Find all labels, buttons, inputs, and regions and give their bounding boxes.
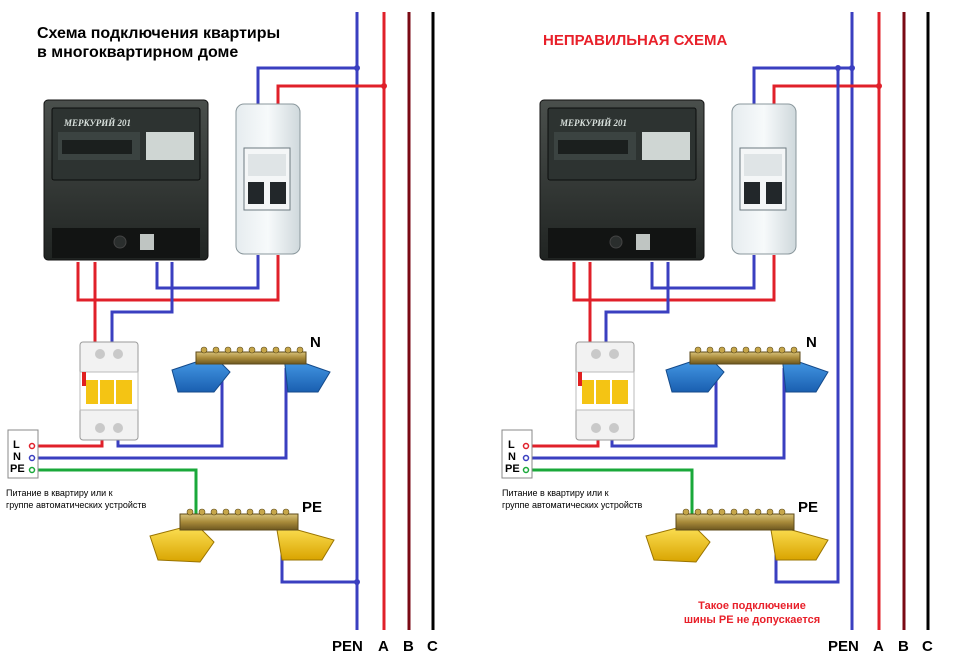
right-label-c: C xyxy=(922,638,933,655)
right-pe-bus-label: PE xyxy=(798,499,819,516)
right-rcd xyxy=(575,341,635,441)
right-caption-line1: Питание в квартиру или к xyxy=(502,488,609,498)
left-electricity-meter xyxy=(43,99,209,261)
right-warning-line2: шины PE не допускается xyxy=(683,614,821,626)
right-label-b: B xyxy=(898,638,909,655)
right-electricity-meter xyxy=(539,99,705,261)
left-label-pen: PEN xyxy=(332,638,363,655)
right-label-a: A xyxy=(873,638,884,655)
right-diagram xyxy=(501,12,930,630)
left-caption-line2: группе автоматических устройств xyxy=(6,500,147,510)
right-meter-brand: МЕРКУРИЙ 201 xyxy=(560,118,627,128)
left-meter-brand: МЕРКУРИЙ 201 xyxy=(64,118,131,128)
right-caption-line2: группе автоматических устройств xyxy=(502,500,643,510)
left-terminal-l: L xyxy=(13,439,20,451)
left-label-b: B xyxy=(403,638,414,655)
left-label-a: A xyxy=(378,638,389,655)
right-label-pen: PEN xyxy=(828,638,859,655)
right-title: НЕПРАВИЛЬНАЯ СХЕМА xyxy=(543,32,728,49)
left-rcd xyxy=(79,341,139,441)
left-n-bus xyxy=(171,346,331,393)
left-n-bus-label: N xyxy=(310,334,321,351)
left-breaker-box xyxy=(235,103,301,255)
right-terminal-l: L xyxy=(508,439,515,451)
left-caption-line1: Питание в квартиру или к xyxy=(6,488,113,498)
right-terminal-pe: PE xyxy=(505,463,520,475)
right-pe-bus xyxy=(645,508,829,563)
right-n-bus xyxy=(665,346,829,393)
right-warning-line1: Такое подключение xyxy=(698,600,806,612)
left-title-line2: в многоквартирном доме xyxy=(37,44,239,61)
right-n-bus-label: N xyxy=(806,334,817,351)
left-title-line1: Схема подключения квартиры xyxy=(37,25,281,42)
right-terminal-box xyxy=(501,429,533,479)
left-pe-bus-label: PE xyxy=(302,499,323,516)
left-diagram xyxy=(7,12,435,630)
left-label-c: C xyxy=(427,638,438,655)
left-terminal-n: N xyxy=(13,451,21,463)
right-breaker-box xyxy=(731,103,797,255)
left-pe-bus xyxy=(149,508,335,563)
left-terminal-pe: PE xyxy=(10,463,25,475)
right-terminal-n: N xyxy=(508,451,516,463)
